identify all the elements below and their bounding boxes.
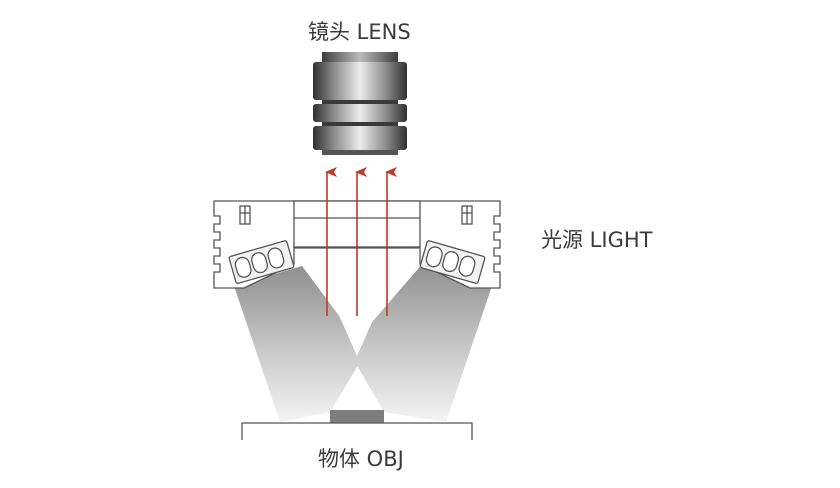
light-ray-arrows [325,167,397,316]
object-stage [241,410,473,440]
object-block [330,410,384,423]
left-beam [234,266,366,422]
stage-base [241,422,473,440]
light-beams [234,262,494,422]
right-beam [348,262,494,422]
lens-label: 镜头 LENS [308,20,411,44]
object-label: 物体 OBJ [318,447,404,471]
light-label: 光源 LIGHT [541,228,653,252]
lens-icon [313,52,407,155]
